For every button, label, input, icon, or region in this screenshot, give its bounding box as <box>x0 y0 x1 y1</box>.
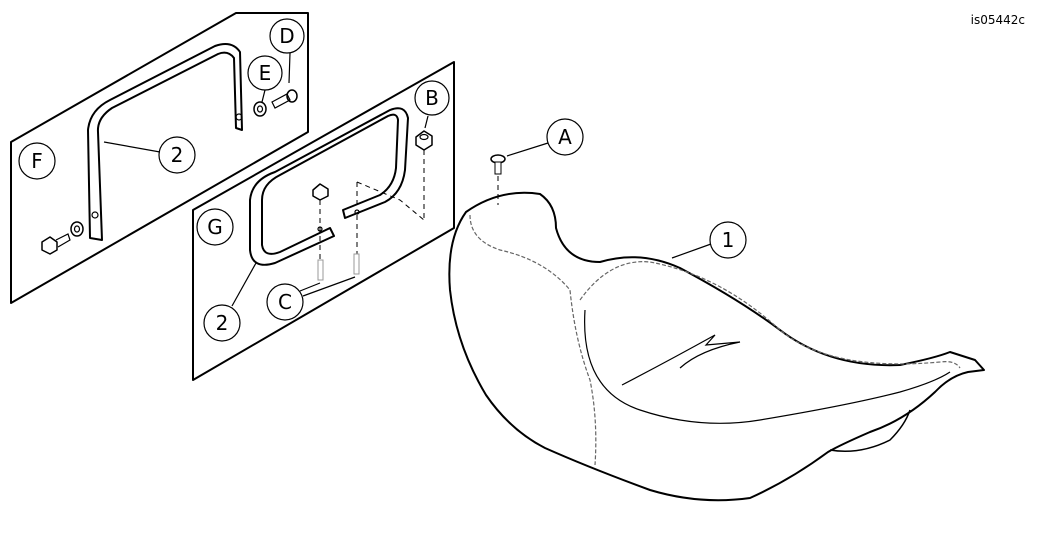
callout-2-g: 2 <box>203 304 241 342</box>
stud-c-left <box>317 259 324 281</box>
callout-1: 1 <box>709 221 747 259</box>
backrest-bracket <box>87 43 243 241</box>
svg-text:A: A <box>558 125 572 149</box>
callout-g: G <box>196 208 234 246</box>
svg-text:2: 2 <box>171 143 184 167</box>
bolt-d <box>271 89 298 109</box>
svg-text:E: E <box>259 61 272 85</box>
svg-text:2: 2 <box>216 311 229 335</box>
svg-text:C: C <box>278 290 292 314</box>
callout-c: C <box>266 283 304 321</box>
callout-f: F <box>18 142 56 180</box>
washer-e <box>253 101 267 117</box>
svg-text:D: D <box>279 24 294 48</box>
callout-a: A <box>546 118 584 156</box>
bolt-left <box>41 221 84 255</box>
stud-c-right <box>353 253 360 275</box>
svg-text:F: F <box>31 149 43 173</box>
screw-a <box>490 154 506 175</box>
nut-b <box>415 130 433 151</box>
callout-2-f: 2 <box>158 136 196 174</box>
callout-d: D <box>269 18 305 54</box>
passenger-bracket <box>249 107 409 266</box>
svg-text:B: B <box>425 86 439 110</box>
panel-f <box>10 12 309 304</box>
callout-b: B <box>414 80 450 116</box>
svg-text:1: 1 <box>722 228 735 252</box>
figure-id: is05442c <box>971 13 1025 27</box>
panel-g <box>192 61 455 381</box>
callout-e: E <box>247 55 283 91</box>
seat <box>448 142 985 502</box>
svg-text:G: G <box>207 215 223 239</box>
